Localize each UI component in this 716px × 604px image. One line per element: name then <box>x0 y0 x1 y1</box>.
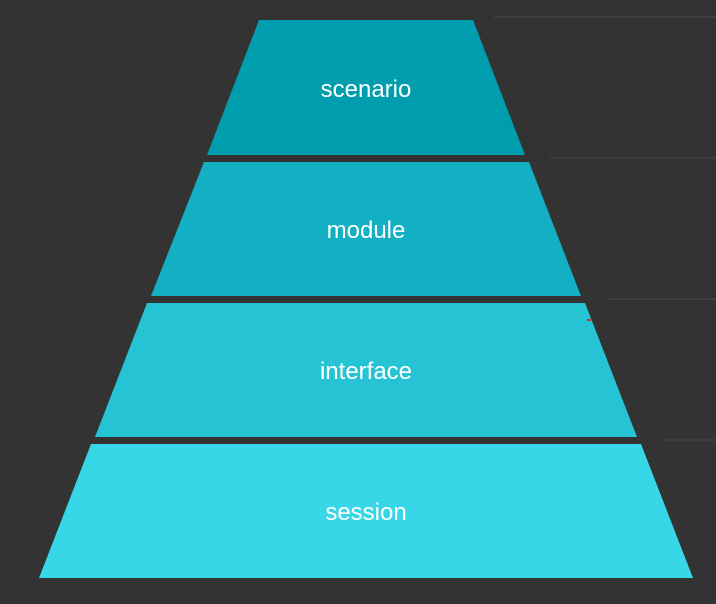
level-shape-interface <box>95 303 637 437</box>
level-shape-module <box>151 162 581 296</box>
pyramid-level-session: session <box>39 444 693 578</box>
level-label-interface: interface <box>320 358 412 385</box>
level-shape-session <box>39 444 693 578</box>
level-label-module: module <box>327 217 406 244</box>
level-label-scenario: scenario <box>321 76 412 103</box>
red-marker <box>587 319 591 321</box>
level-shape-scenario <box>207 20 525 155</box>
pyramid-level-interface: interface <box>95 303 637 437</box>
pyramid-level-scenario: scenario <box>207 20 525 155</box>
level-label-session: session <box>325 499 406 526</box>
pyramid-level-module: module <box>151 162 581 296</box>
